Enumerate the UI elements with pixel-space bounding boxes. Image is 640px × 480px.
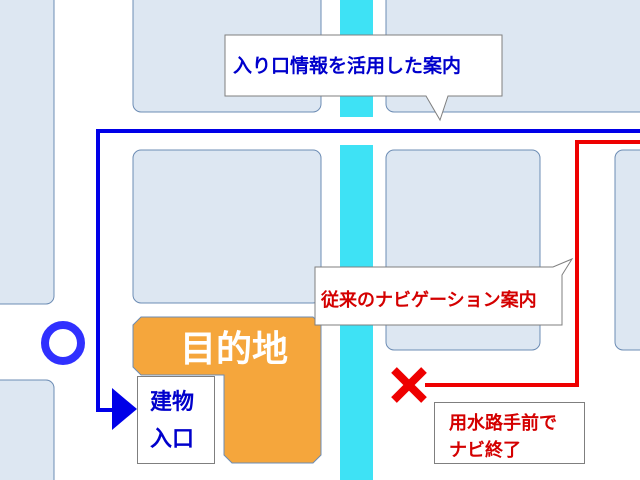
start-circle-icon (41, 321, 85, 365)
old-route-line (425, 140, 640, 387)
stop-note-box: 用水路手前で ナビ終了 (434, 402, 585, 464)
stop-note-line1: 用水路手前で (449, 413, 557, 434)
entrance-label-box: 建物 入口 (137, 376, 215, 464)
new-route-callout-text: 入り口情報を活用した案内 (233, 55, 462, 77)
block (614, 149, 640, 351)
entrance-arrow-icon (112, 388, 137, 430)
block (132, 149, 322, 304)
destination-label: 目的地 (180, 329, 289, 370)
stop-note-line2: ナビ終了 (449, 440, 521, 461)
entrance-label-line1: 建物 (150, 390, 195, 415)
block (0, 379, 55, 480)
new-route-callout (224, 34, 503, 122)
entrance-label-line2: 入口 (150, 427, 195, 452)
stop-cross-icon (391, 367, 427, 403)
new-route-line (96, 129, 640, 412)
old-route-callout (314, 257, 574, 326)
old-route-callout-text: 従来のナビゲーション案内 (321, 290, 537, 311)
block (0, 0, 55, 305)
